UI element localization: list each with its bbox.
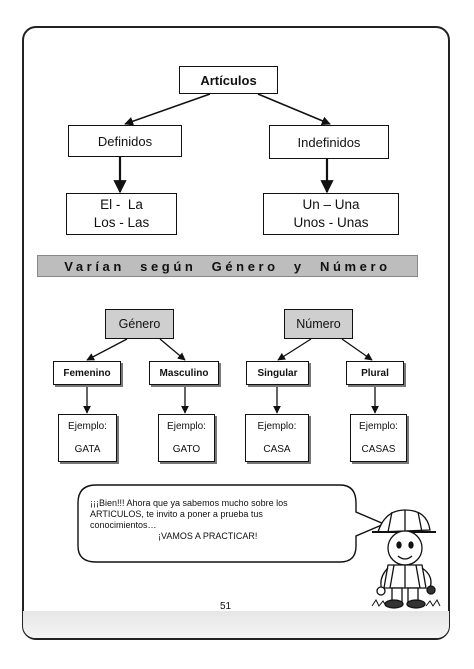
femenino-example-word: GATA bbox=[74, 443, 101, 455]
plural-box: Plural bbox=[346, 361, 404, 385]
singular-example-box: Ejemplo: CASA bbox=[245, 414, 309, 462]
bubble-call-to-action: ¡VAMOS A PRACTICAR! bbox=[158, 531, 258, 541]
page-footer-band bbox=[23, 611, 449, 638]
definidos-articles-box: El - La Los - Las bbox=[66, 193, 177, 235]
femenino-example-box: Ejemplo: GATA bbox=[58, 414, 117, 462]
plural-example-box: Ejemplo: CASAS bbox=[350, 414, 407, 462]
speech-bubble-text: ¡¡¡Bien!!! Ahora que ya sabemos mucho so… bbox=[90, 498, 330, 542]
genero-box: Género bbox=[105, 309, 174, 339]
plural-example-label: Ejemplo: bbox=[359, 420, 398, 432]
singular-label: Singular bbox=[257, 367, 298, 379]
page-frame bbox=[22, 26, 450, 640]
plural-example-word: CASAS bbox=[361, 443, 396, 455]
arrow-genero-femenino bbox=[86, 338, 128, 361]
indefinidos-box: Indefinidos bbox=[269, 125, 389, 159]
plural-label: Plural bbox=[361, 367, 389, 379]
banner-text: Varían según Género y Número bbox=[64, 258, 391, 274]
femenino-example-label: Ejemplo: bbox=[68, 420, 107, 432]
bubble-line2: ARTICULOS, te invito a poner a prueba tu… bbox=[90, 509, 263, 519]
femenino-label: Femenino bbox=[63, 367, 111, 379]
root-articulos-box: Artículos bbox=[179, 66, 278, 94]
indefinidos-articles-box: Un – Una Unos - Unas bbox=[263, 193, 399, 235]
indefinidos-articles-line1: Un – Una bbox=[302, 197, 360, 212]
numero-label: Número bbox=[296, 317, 341, 331]
definidos-label: Definidos bbox=[97, 133, 153, 149]
definidos-box: Definidos bbox=[68, 125, 182, 157]
speech-bubble-shape bbox=[77, 484, 386, 563]
indefinidos-label: Indefinidos bbox=[297, 134, 361, 150]
bubble-line3: conocimientos… bbox=[90, 520, 157, 530]
definidos-articles-line1: El - La bbox=[100, 197, 143, 212]
arrow-root-definidos bbox=[124, 93, 211, 126]
masculino-example-box: Ejemplo: GATO bbox=[158, 414, 215, 462]
arrow-numero-plural bbox=[341, 338, 373, 361]
singular-box: Singular bbox=[246, 361, 309, 385]
arrow-numero-singular bbox=[277, 338, 312, 361]
banner-varian: Varían según Género y Número bbox=[37, 255, 418, 277]
singular-example-label: Ejemplo: bbox=[257, 420, 297, 432]
numero-box: Número bbox=[284, 309, 353, 339]
cartoon-boy-illustration bbox=[371, 509, 441, 609]
masculino-label: Masculino bbox=[159, 367, 209, 379]
root-articulos-label: Artículos bbox=[200, 72, 257, 88]
arrow-genero-masculino bbox=[159, 338, 186, 361]
masculino-box: Masculino bbox=[149, 361, 219, 385]
indefinidos-articles-line2: Unos - Unas bbox=[293, 215, 369, 230]
femenino-box: Femenino bbox=[53, 361, 121, 385]
genero-label: Género bbox=[118, 317, 161, 331]
masculino-example-word: GATO bbox=[172, 443, 201, 455]
arrow-root-indefinidos bbox=[257, 93, 331, 126]
definidos-articles-line2: Los - Las bbox=[93, 215, 150, 230]
singular-example-word: CASA bbox=[263, 443, 291, 455]
bubble-line1: ¡¡¡Bien!!! Ahora que ya sabemos mucho so… bbox=[90, 498, 288, 508]
page-number: 51 bbox=[220, 601, 232, 612]
masculino-example-label: Ejemplo: bbox=[167, 420, 206, 432]
